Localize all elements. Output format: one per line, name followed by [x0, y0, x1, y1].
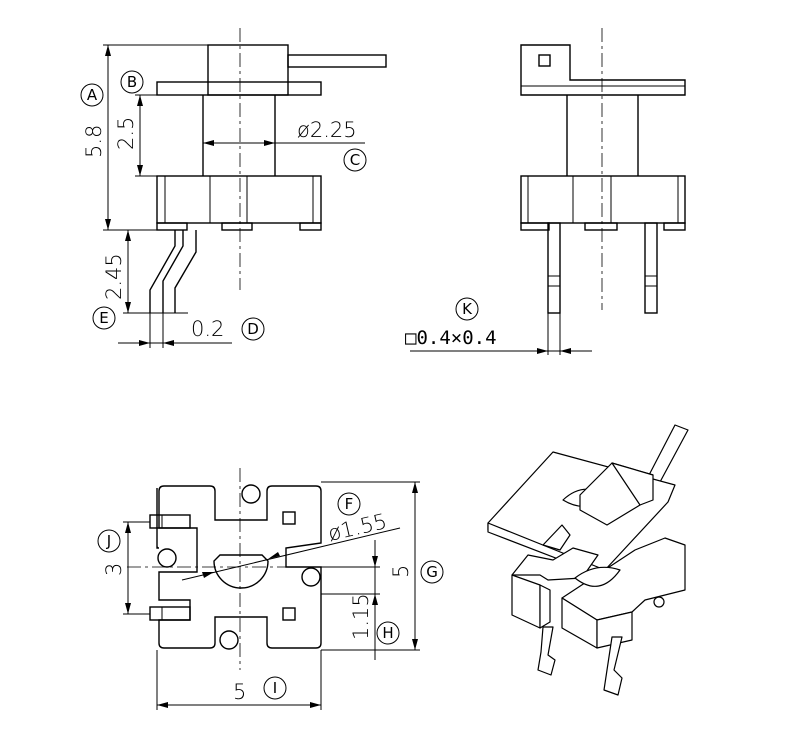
label-f: F — [337, 492, 361, 516]
dim-pin-length: 2.45 — [102, 253, 126, 300]
front-view-dimensions — [103, 44, 365, 348]
label-b: B — [120, 70, 144, 94]
svg-text:I: I — [273, 679, 277, 697]
svg-text:E: E — [99, 309, 108, 327]
dim-pin-section: □0.4×0.4 — [405, 327, 497, 349]
label-h: H — [376, 621, 400, 645]
front-view — [149, 28, 387, 314]
dim-height-total: 5.8 — [82, 125, 106, 158]
dim-offset-right: 1.15 — [349, 593, 373, 640]
isometric-view — [487, 424, 689, 696]
dim-width-bottom: 5 — [233, 680, 246, 704]
svg-text:A: A — [87, 86, 98, 104]
svg-text:G: G — [426, 563, 438, 581]
side-view — [520, 28, 686, 314]
svg-text:H: H — [382, 624, 393, 642]
svg-text:K: K — [462, 300, 473, 318]
dim-spacing-left: 3 — [102, 563, 126, 576]
label-d: D — [241, 317, 265, 341]
label-i: I — [263, 676, 287, 700]
dim-diameter-hole: ø1.55 — [326, 509, 389, 546]
svg-text:B: B — [127, 73, 137, 91]
dim-height-top: 2.5 — [114, 117, 138, 150]
bottom-view — [127, 468, 350, 670]
svg-text:F: F — [345, 495, 354, 513]
svg-text:J: J — [106, 532, 111, 550]
dim-pin-width: 0.2 — [191, 317, 224, 341]
dim-height-side: 5 — [389, 565, 413, 578]
bottom-view-dimensions — [123, 481, 420, 710]
side-view-dimensions — [410, 313, 592, 355]
dim-diameter-core: ø2.25 — [297, 118, 357, 142]
svg-text:C: C — [350, 151, 360, 169]
label-a: A — [80, 83, 104, 107]
label-g: G — [420, 560, 444, 584]
label-j: J — [97, 529, 121, 553]
label-e: E — [92, 306, 116, 330]
svg-text:D: D — [247, 320, 259, 338]
label-c: C — [343, 148, 367, 172]
label-k: K — [455, 297, 479, 321]
